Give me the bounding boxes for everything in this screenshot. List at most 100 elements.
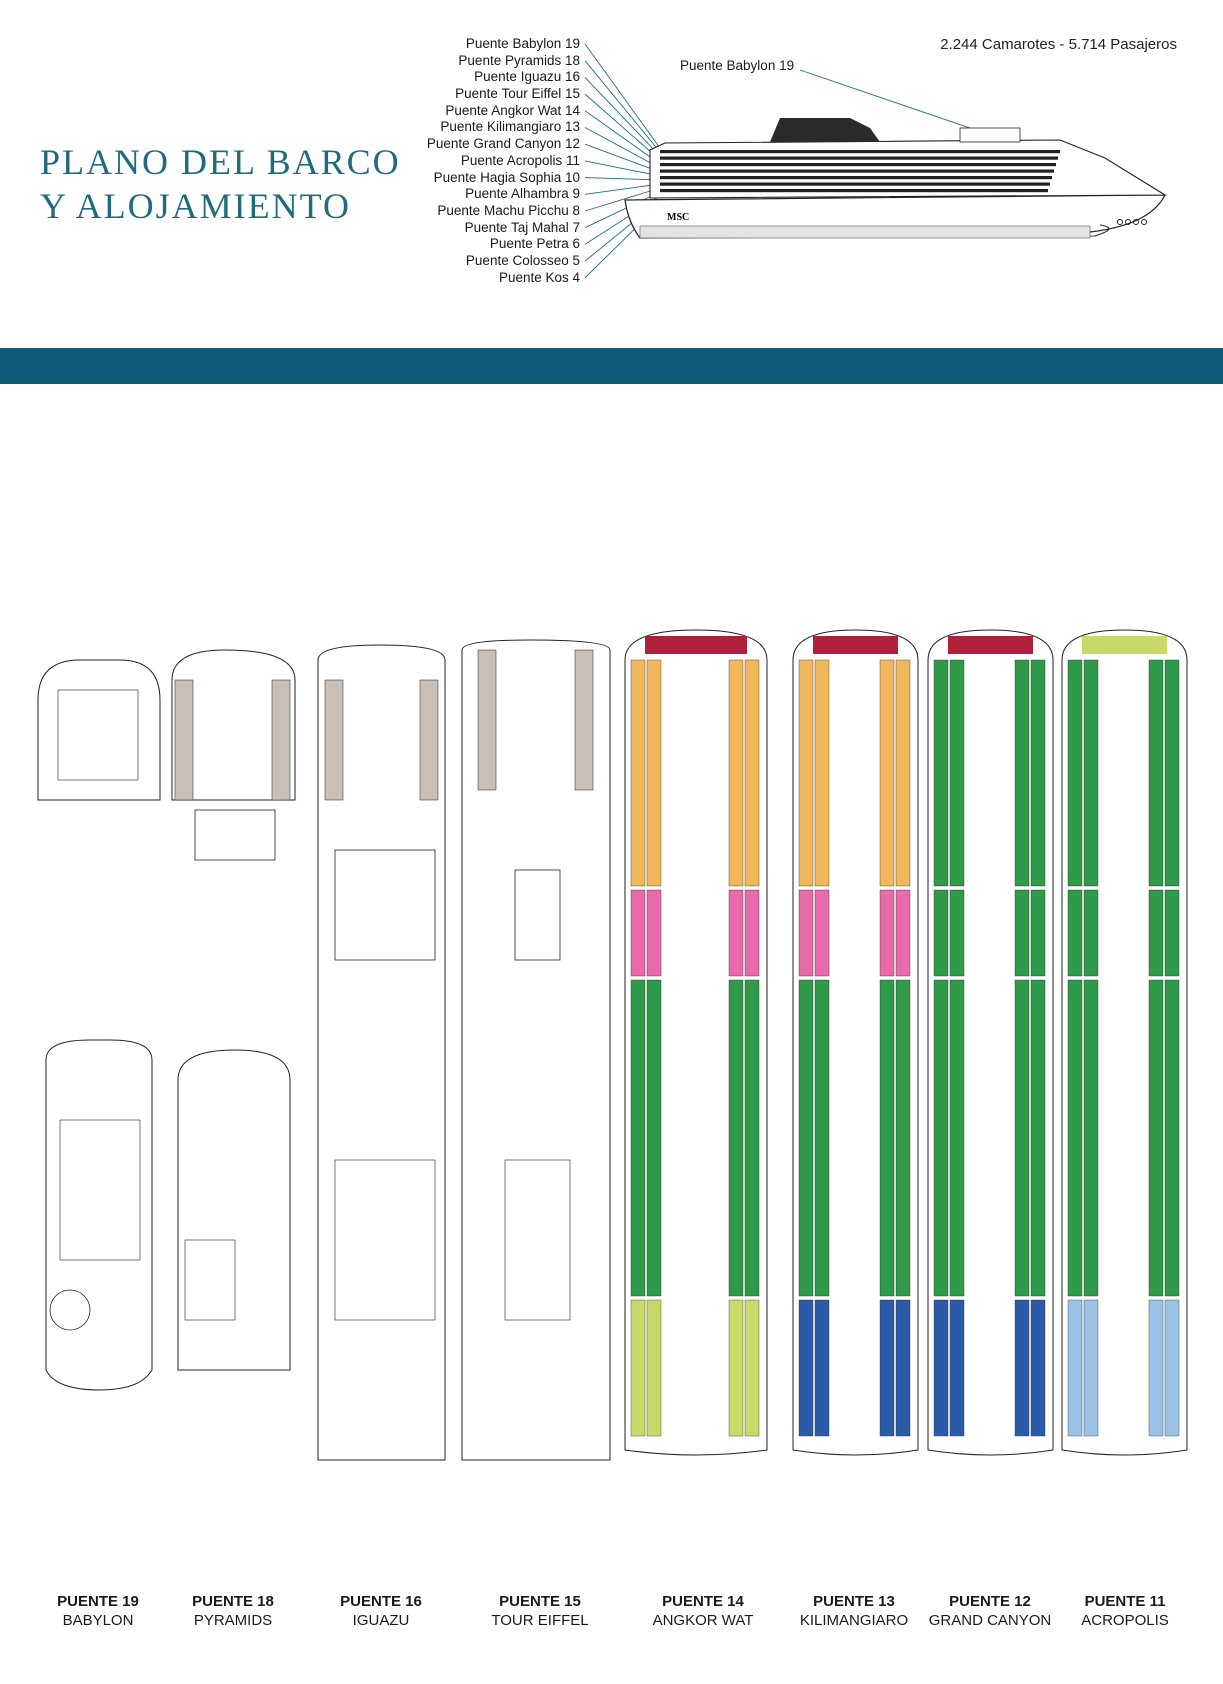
- deck-index-item: Puente Babylon 19: [465, 36, 580, 51]
- cabin-column: [879, 659, 895, 887]
- cabin-column: [814, 889, 830, 977]
- cabin-column: [1148, 659, 1164, 887]
- deck-leader-line: [584, 43, 661, 149]
- cabin-column: [879, 979, 895, 1297]
- cabin-column: [949, 889, 965, 977]
- deck-index-item: Puente Acropolis 11: [460, 152, 580, 168]
- deck-leader-line: [584, 191, 661, 229]
- ship-brand-logo: MSC: [667, 212, 689, 223]
- deck-index-item: Puente Kilimangiaro 13: [440, 119, 580, 135]
- deck-label-19: PUENTE 19 BABYLON: [57, 1593, 139, 1629]
- cabin-column: [1067, 979, 1083, 1297]
- porthole-icon: [1141, 219, 1147, 225]
- deck-index-item: Puente Alhambra 9: [465, 186, 580, 202]
- cabin-column: [728, 889, 744, 977]
- deck-label-11: PUENTE 11 ACROPOLIS: [1081, 1593, 1169, 1629]
- deck-leader-line: [584, 93, 661, 161]
- deck-leader-line: [584, 203, 661, 279]
- cabin-column: [1164, 1299, 1180, 1437]
- cabin-column: [798, 1299, 814, 1437]
- deck-index-item: Puente Iguazu 16: [474, 69, 580, 85]
- cabin-column: [744, 979, 760, 1297]
- window-row: [660, 182, 1050, 186]
- babylon-callout-label: Puente Babylon 19: [680, 58, 795, 73]
- cabin-passenger-summary: 2.244 Camarotes - 5.714 Pasajeros: [940, 36, 1177, 53]
- window-row: [660, 163, 1056, 167]
- cabin-column: [1148, 979, 1164, 1297]
- superstructure: [649, 139, 1167, 199]
- cabin-column: [744, 1299, 760, 1437]
- suite-block: [948, 636, 1033, 654]
- cabin-column: [1164, 659, 1180, 887]
- funnel: [770, 118, 880, 142]
- deck-plans-illustration: [37, 629, 1188, 1461]
- deck-label-16: PUENTE 16 IGUAZU: [340, 1593, 422, 1629]
- deck-leader-lines: [584, 43, 661, 279]
- deck-index-item: Puente Colosseo 5: [465, 252, 580, 268]
- cabin-column: [814, 979, 830, 1297]
- deck-leader-line: [584, 160, 661, 177]
- cabin-column: [1083, 1299, 1099, 1437]
- cabin-column: [630, 889, 646, 977]
- cabin-column: [646, 659, 662, 887]
- callout-leader-line: [799, 69, 1006, 141]
- ship-hull: [624, 194, 1166, 239]
- window-row: [660, 176, 1052, 180]
- cabin-column: [1083, 979, 1099, 1297]
- porthole-icon: [1117, 219, 1123, 225]
- suite-block: [645, 636, 747, 654]
- cabin-column: [933, 1299, 949, 1437]
- deck-label-12: PUENTE 12 GRAND CANYON: [928, 1593, 1052, 1629]
- title-line-1: PLANO DEL BARCO: [40, 142, 401, 182]
- cabin-column: [1030, 659, 1046, 887]
- cabin-deck-plans: [624, 629, 1188, 1456]
- cabin-column: [798, 889, 814, 977]
- cabin-column: [646, 889, 662, 977]
- deck-leader-line: [584, 195, 661, 245]
- cabin-column: [1083, 889, 1099, 977]
- cabin-column: [744, 889, 760, 977]
- cabin-column: [646, 979, 662, 1297]
- deck-index-item: Puente Hagia Sophia 10: [433, 169, 580, 185]
- cabin-column: [1030, 889, 1046, 977]
- deck-plan-18: [171, 649, 296, 1371]
- deck-leader-line: [584, 143, 661, 173]
- cabin-column: [1067, 1299, 1083, 1437]
- deck-index-item: Puente Grand Canyon 12: [426, 136, 580, 152]
- cabin-deck-plan: [927, 629, 1054, 1456]
- deck-label-15: PUENTE 15 TOUR EIFFEL: [491, 1593, 589, 1629]
- cabin-column: [1014, 659, 1030, 887]
- cabin-column: [744, 659, 760, 887]
- cabin-column: [895, 889, 911, 977]
- cabin-column: [879, 889, 895, 977]
- cabin-column: [1067, 659, 1083, 887]
- cabin-column: [949, 1299, 965, 1437]
- cabin-deck-plan: [1061, 629, 1188, 1456]
- deck-leader-line: [584, 177, 661, 181]
- cabin-column: [1014, 1299, 1030, 1437]
- cabin-column: [630, 659, 646, 887]
- cabin-column: [1164, 979, 1180, 1297]
- cabin-column: [933, 889, 949, 977]
- cabin-column: [814, 659, 830, 887]
- cabin-column: [1148, 889, 1164, 977]
- deck-index-item: Puente Pyramids 18: [458, 52, 580, 68]
- hull-bottom-band: [639, 225, 1091, 239]
- cabin-column: [895, 659, 911, 887]
- cabin-column: [728, 1299, 744, 1437]
- cabin-column: [949, 979, 965, 1297]
- deck-index-item: Puente Taj Mahal 7: [464, 219, 580, 235]
- cabin-column: [1083, 659, 1099, 887]
- cabin-column: [949, 659, 965, 887]
- deck-leader-line: [584, 127, 661, 169]
- cabin-column: [728, 979, 744, 1297]
- cabin-column: [1067, 889, 1083, 977]
- window-row: [660, 150, 1060, 154]
- deck-leader-line: [584, 77, 661, 157]
- cabin-window-rows: [660, 150, 1060, 193]
- cabin-column: [895, 979, 911, 1297]
- top-deck-structure: [959, 127, 1021, 143]
- porthole-icon: [1133, 219, 1139, 225]
- cabin-column: [798, 659, 814, 887]
- deck-label-13: PUENTE 13 KILIMANGIARO: [799, 1593, 909, 1629]
